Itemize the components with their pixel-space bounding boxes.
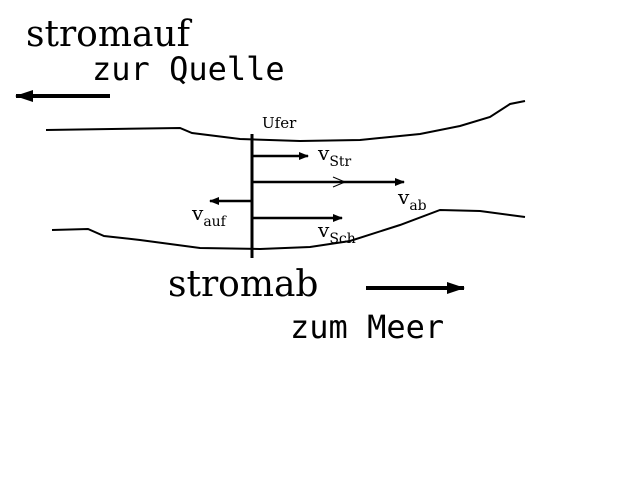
to-source-label: zur Quelle [92,50,285,88]
lower-bank-line [51,208,526,251]
v-auf-label: vauf [191,201,228,230]
downstream-label: stromab [168,264,318,305]
v-str-label: vStr [317,141,352,170]
upstream-label: stromauf [26,14,193,55]
bank-label: Ufer [262,114,297,132]
v-ab-label: vab [397,185,427,214]
v-ab-midpoint-chevron [332,176,347,188]
to-sea-label: zum Meer [290,308,444,346]
v-sch-label: vSch [317,218,356,247]
upper-bank-line [45,100,526,143]
